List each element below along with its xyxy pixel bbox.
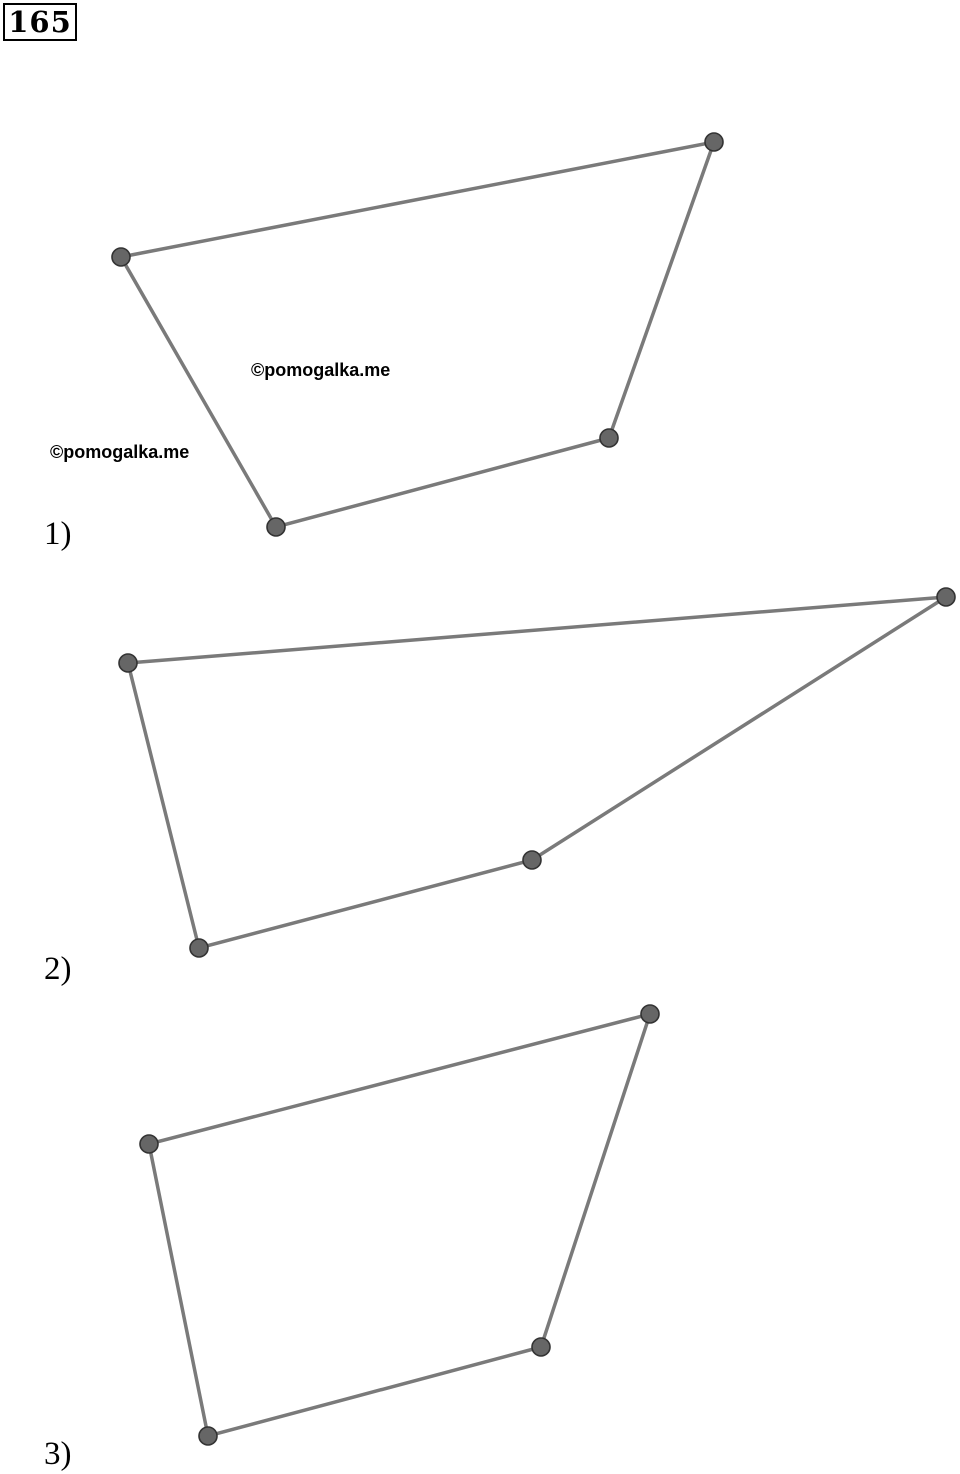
figure-2-outline xyxy=(125,595,947,951)
figure-1-quadrilateral xyxy=(111,132,724,537)
figure-2-vertex xyxy=(189,938,209,958)
figure-3-vertex xyxy=(640,1004,660,1024)
watermark: ©pomogalka.me xyxy=(251,360,391,380)
figure-1-outline xyxy=(118,139,717,530)
figure-2-vertex xyxy=(936,587,956,607)
figure-2-label: 2) xyxy=(44,951,72,987)
figure-3-vertex xyxy=(198,1426,218,1446)
figure-2-quadrilateral xyxy=(118,587,956,958)
figure-1-vertex xyxy=(704,132,724,152)
figure-3-label: 3) xyxy=(44,1436,72,1472)
figure-3-quadrilateral xyxy=(139,1004,660,1446)
figure-1-vertex xyxy=(111,247,131,267)
figure-1-vertex xyxy=(599,428,619,448)
figure-1-label: 1) xyxy=(44,516,72,552)
figure-3-outline xyxy=(146,1011,653,1439)
watermark: ©pomogalka.me xyxy=(50,442,190,462)
figure-2-vertex xyxy=(522,850,542,870)
problem-number: 165 xyxy=(3,3,77,41)
figure-3-vertex xyxy=(531,1337,551,1357)
figure-3-vertex xyxy=(139,1134,159,1154)
figure-2-vertex xyxy=(118,653,138,673)
figure-1-vertex xyxy=(266,517,286,537)
